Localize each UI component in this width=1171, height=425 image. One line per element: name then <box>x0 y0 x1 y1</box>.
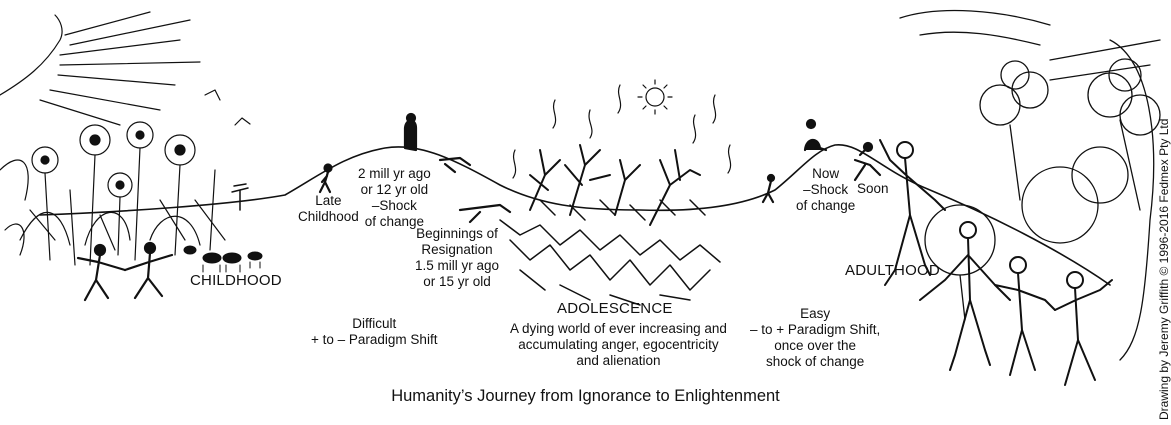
sun-top-left <box>0 11 201 126</box>
page-title: Humanity’s Journey from Ignorance to Enl… <box>391 387 780 405</box>
late-childhood-tree <box>231 183 249 211</box>
adolescence-dead-trees <box>529 144 701 226</box>
label-adulthood: ADULTHOOD <box>845 262 940 279</box>
hill-figures-right <box>761 118 882 204</box>
adulthood-dancing-figures <box>879 139 1113 386</box>
adulthood-flowers <box>899 9 1161 361</box>
artist-credit: Drawing by Jeremy Griffith © 1996-2016 F… <box>1157 118 1171 420</box>
label-adolescence: ADOLESCENCE <box>557 300 673 317</box>
childhood-dancing-children <box>76 241 174 302</box>
horizon-hills-line <box>39 144 1111 286</box>
childhood-plants <box>0 89 251 266</box>
childhood-animals <box>183 245 263 273</box>
label-childhood: CHILDHOOD <box>190 272 282 289</box>
adolescence-ground-chaos <box>499 199 721 306</box>
hill-figures-left <box>318 112 512 224</box>
adolescence-sun-rays <box>512 79 732 179</box>
label-soon: Soon <box>857 181 889 196</box>
label-difficult-paradigm-shift: Difficult+ to – Paradigm Shift <box>311 316 438 347</box>
